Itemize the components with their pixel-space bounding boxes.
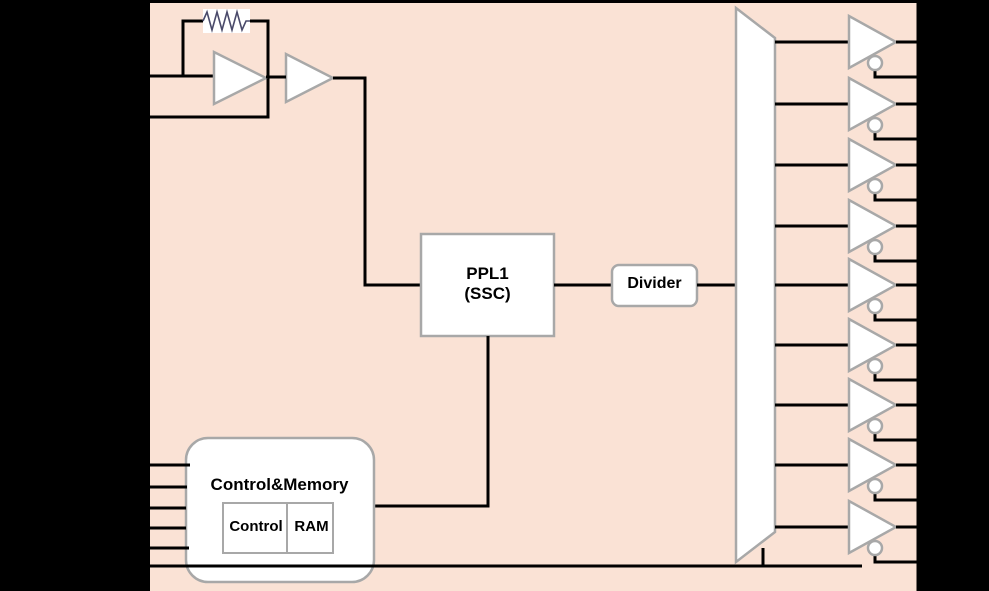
osc-output-buffer (284, 51, 336, 105)
osc-to-pll-wire (333, 76, 421, 287)
osc-inverting-amplifier (212, 49, 269, 107)
xout-pin-wire (150, 76, 270, 119)
output-buffer-group (775, 13, 918, 564)
output-mux[interactable] (734, 5, 777, 565)
feedback-resistor (202, 9, 250, 33)
control-memory-block[interactable] (184, 436, 376, 584)
divider-block[interactable] (610, 263, 699, 308)
pll-to-control-wire (374, 336, 490, 508)
control-to-mux-wire (150, 548, 862, 568)
oscillator-feedback-wire (181, 19, 270, 76)
pll-block[interactable] (419, 232, 556, 338)
control-input-pins (150, 463, 190, 550)
